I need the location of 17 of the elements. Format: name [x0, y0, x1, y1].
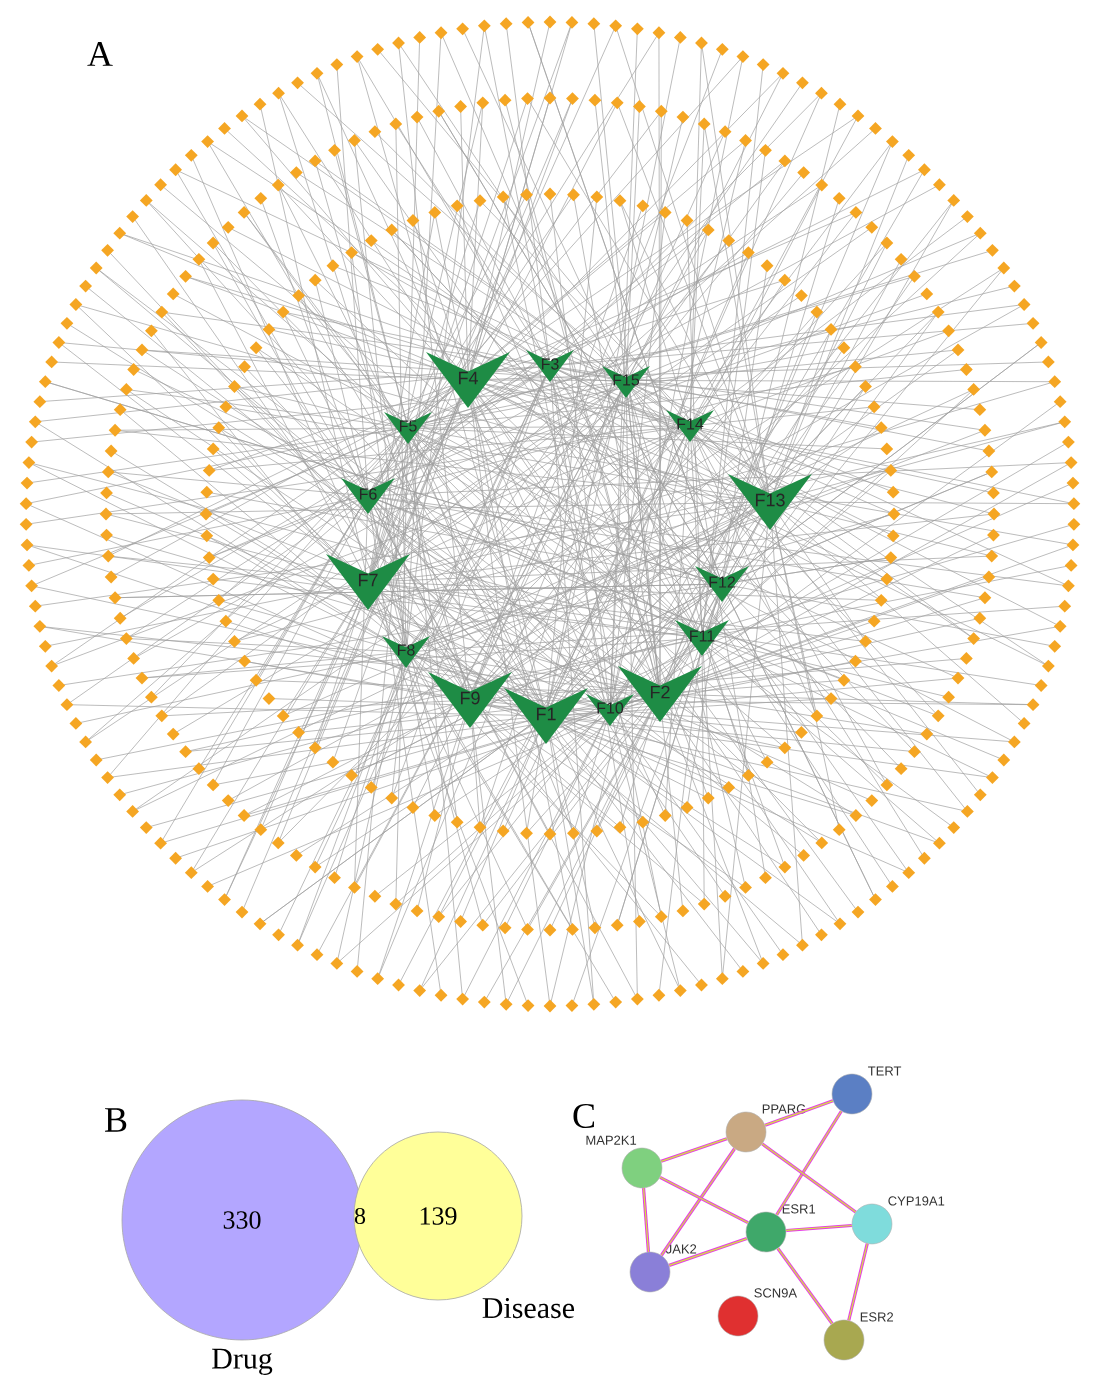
interaction-line: [847, 1243, 869, 1321]
interaction-line: [659, 1175, 749, 1225]
panel-letter: A: [87, 42, 113, 66]
interaction-line: [761, 1142, 857, 1214]
interaction-line: [660, 1137, 728, 1163]
interaction-line: [776, 1247, 834, 1325]
interaction-line: [668, 1237, 748, 1267]
panel-letter: B: [105, 1108, 127, 1132]
interaction-line: [641, 1187, 651, 1253]
panel-letter: C: [573, 1103, 594, 1129]
node-label: Disease: [482, 1297, 575, 1319]
node-label: Drug: [212, 1348, 273, 1375]
interaction-line: [775, 1110, 843, 1216]
interaction-line: [764, 1099, 834, 1127]
interaction-line: [785, 1223, 853, 1233]
overlap-count: 8: [354, 1207, 366, 1225]
interaction-line: [660, 1147, 736, 1257]
